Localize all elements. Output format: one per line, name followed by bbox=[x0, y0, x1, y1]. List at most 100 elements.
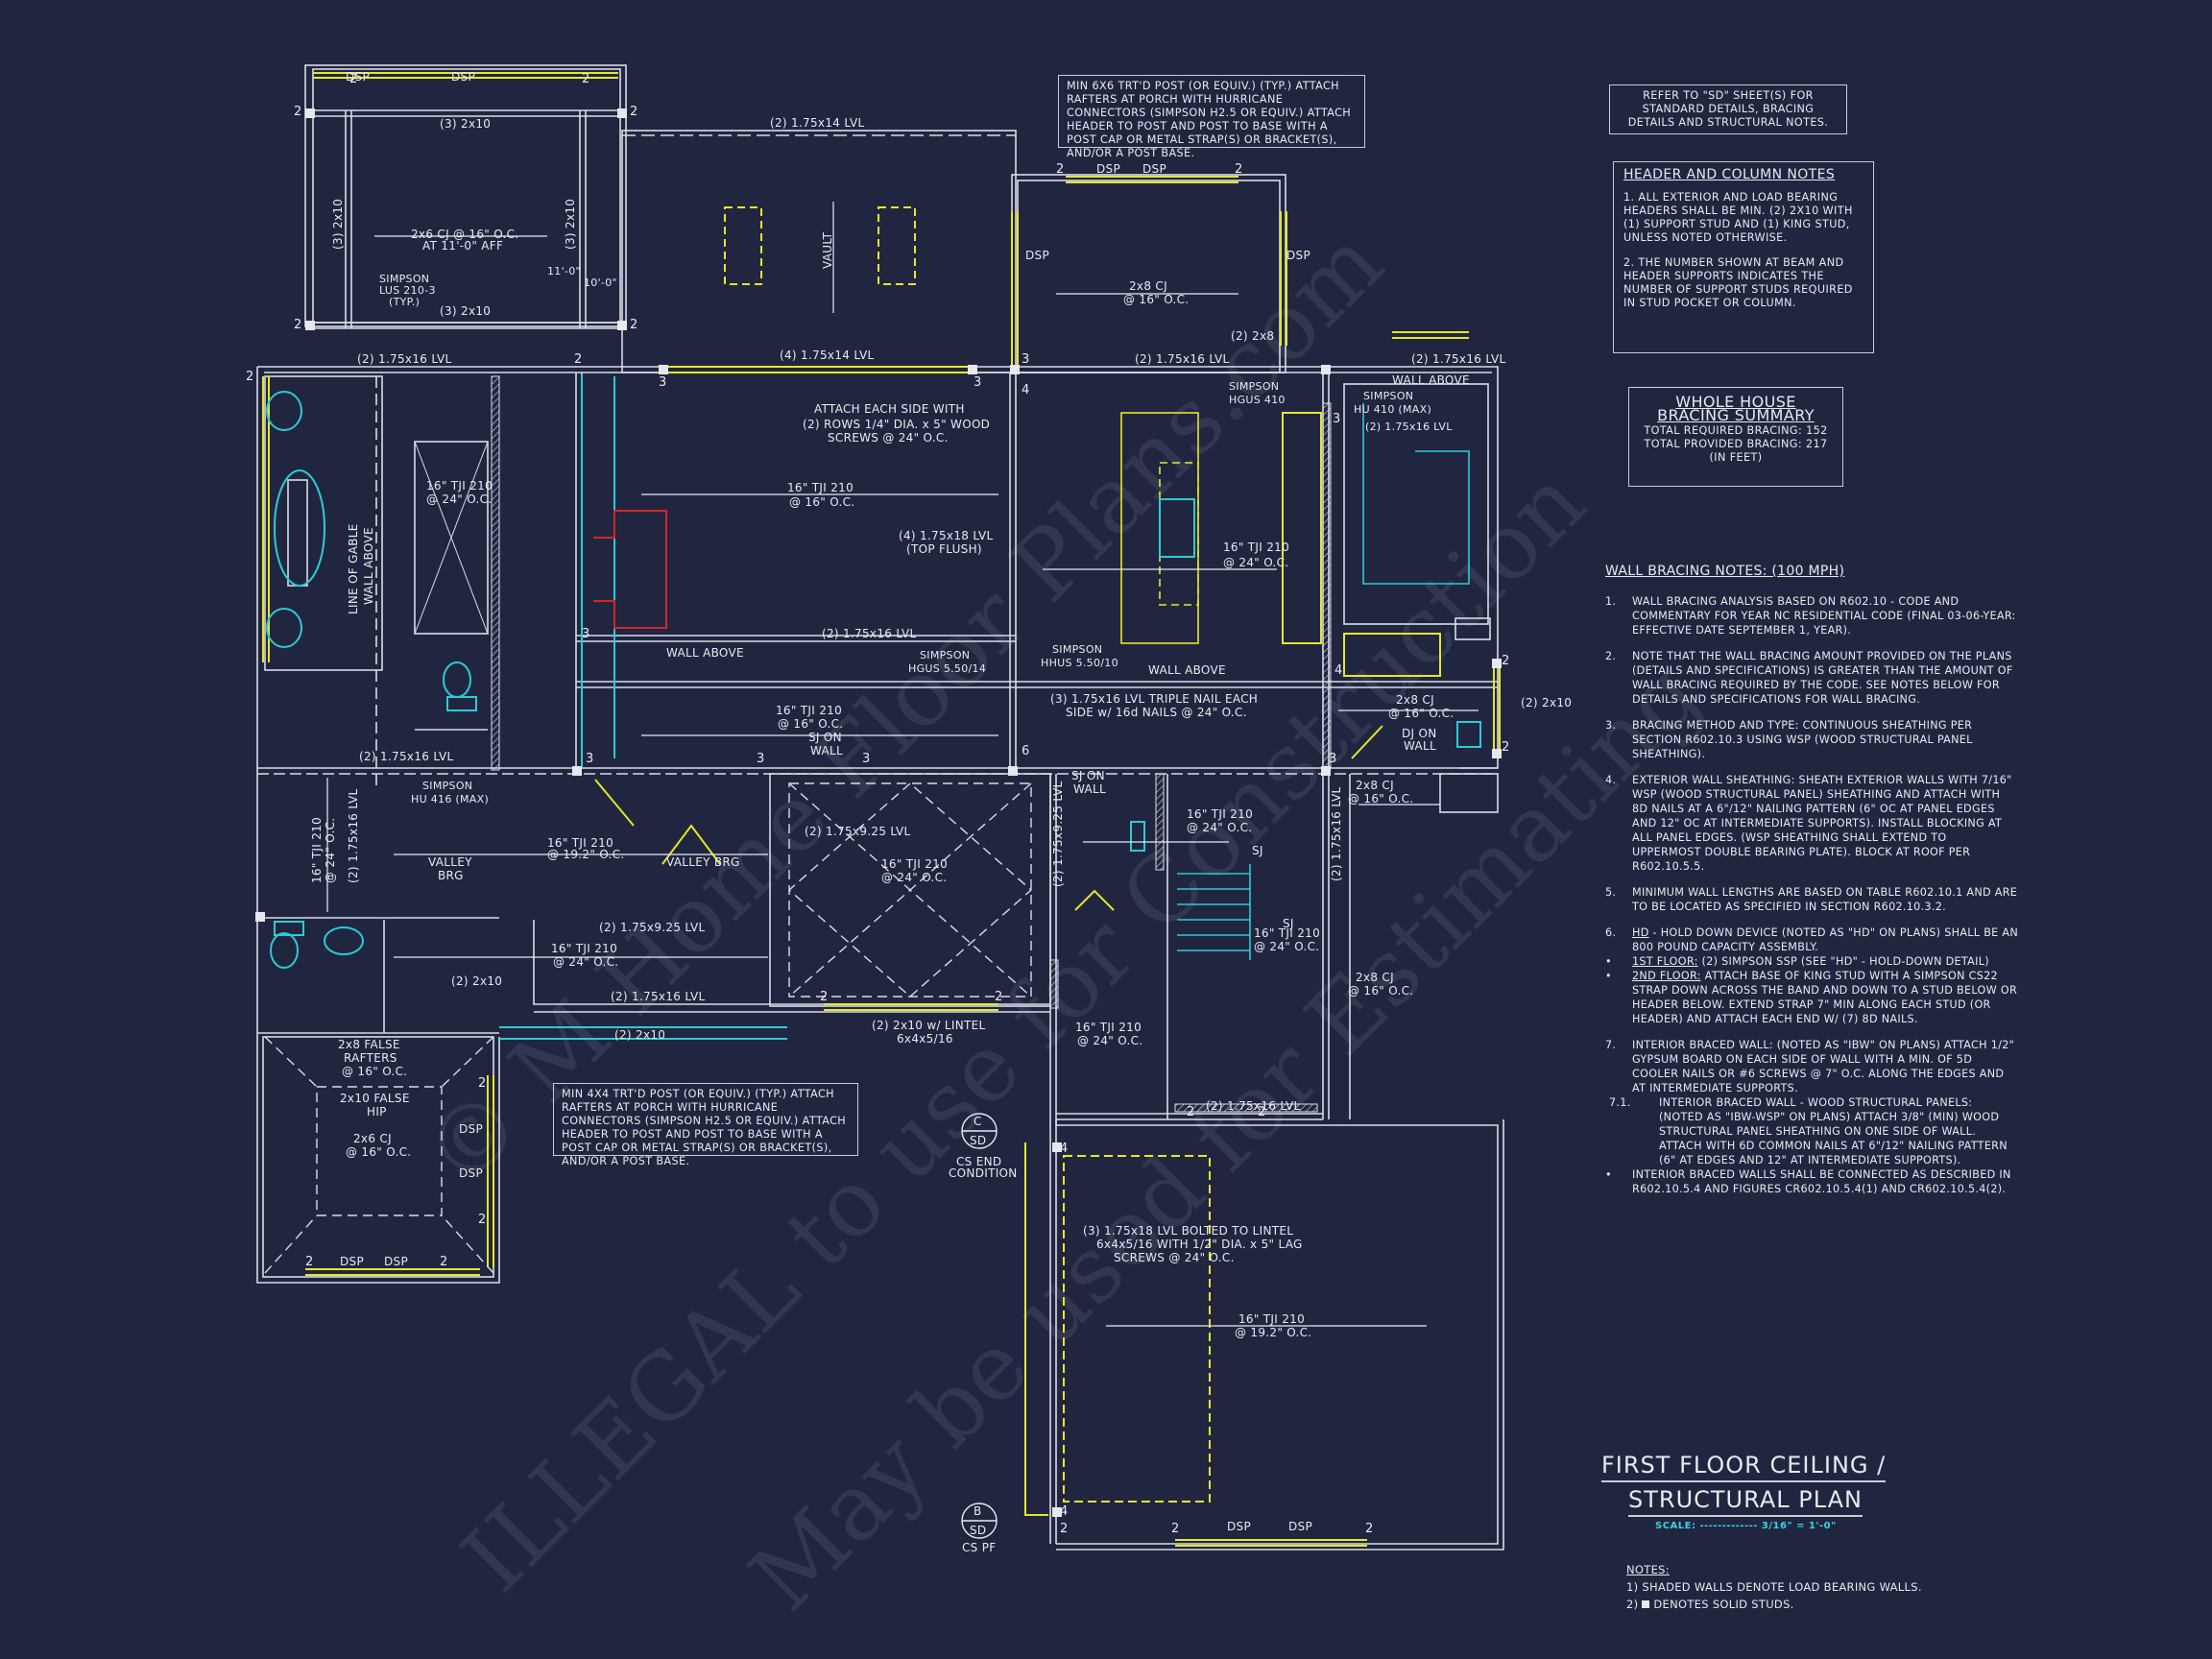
plan-label: 2x8 CJ bbox=[1356, 971, 1394, 984]
plan-label: WALL ABOVE bbox=[362, 527, 375, 605]
plan-label: SJ bbox=[1283, 917, 1294, 930]
plan-label: @ 24" O.C. bbox=[1077, 1034, 1142, 1047]
plan-label: 2 bbox=[820, 990, 828, 1004]
plan-label: SIMPSON bbox=[422, 780, 472, 792]
plan-label: 2 bbox=[1171, 1522, 1179, 1536]
plan-label: (2) 2x10 bbox=[451, 974, 502, 988]
plan-label: (3) 1.75x16 LVL TRIPLE NAIL EACH bbox=[1050, 692, 1258, 706]
plan-label: @ 16" O.C. bbox=[789, 495, 854, 509]
plan-label: SIMPSON bbox=[920, 649, 970, 661]
plan-label: 16" TJI 210 bbox=[1075, 1021, 1142, 1034]
sheet-notes-header: NOTES: bbox=[1626, 1563, 1670, 1576]
plan-label: 16" TJI 210 bbox=[547, 836, 613, 850]
plan-label: 2 bbox=[995, 990, 1002, 1004]
plan-label: CONDITION bbox=[949, 1166, 1018, 1180]
plan-label: 2 bbox=[1258, 1105, 1265, 1119]
plan-label: @ 16" O.C. bbox=[1388, 707, 1454, 720]
wall-bracing-item-5: 5.MINIMUM WALL LENGTHS ARE BASED ON TABL… bbox=[1605, 886, 2018, 913]
wall-bracing-item-bullet: •INTERIOR BRACED WALLS SHALL BE CONNECTE… bbox=[1605, 1168, 2011, 1195]
plan-label: 16" TJI 210 bbox=[881, 857, 948, 871]
plan-label: (2) 1.75x16 LVL bbox=[822, 627, 916, 640]
refer-sd-note: REFER TO "SD" SHEET(S) FOR STANDARD DETA… bbox=[1609, 84, 1847, 134]
plan-label: 3 bbox=[974, 375, 981, 390]
plan-label: 16" TJI 210 bbox=[310, 817, 324, 883]
plan-label: DSP bbox=[451, 70, 475, 84]
plan-label: HGUS 410 bbox=[1229, 394, 1286, 406]
bracing-unit: (IN FEET) bbox=[1709, 451, 1763, 464]
plan-label: SIMPSON bbox=[1052, 643, 1102, 656]
wall-bracing-item-3: 3.BRACING METHOD AND TYPE: CONTINUOUS SH… bbox=[1605, 719, 1973, 760]
plan-label: 2 bbox=[294, 318, 301, 332]
plan-label: SCREWS @ 24" O.C. bbox=[1114, 1251, 1235, 1264]
plan-label: 3 bbox=[659, 375, 666, 390]
plan-label: (4) 1.75x14 LVL bbox=[780, 349, 874, 362]
plan-label: 16" TJI 210 bbox=[1238, 1312, 1305, 1326]
post-callout-bottom: MIN 4X4 TRT'D POST (OR EQUIV.) (TYP.) AT… bbox=[553, 1083, 858, 1167]
plan-label: DSP bbox=[1096, 162, 1120, 176]
plan-label: VAULT bbox=[821, 231, 834, 269]
plan-label: 2 bbox=[1502, 654, 1509, 668]
plan-label: (2) ROWS 1/4" DIA. x 5" WOOD bbox=[803, 418, 990, 431]
wall-bracing-item-2: 2.NOTE THAT THE WALL BRACING AMOUNT PROV… bbox=[1605, 650, 2013, 706]
plan-label: 2 bbox=[1056, 162, 1064, 177]
plan-label: 10'-0" bbox=[584, 276, 617, 289]
wall-bracing-item-1: 1.WALL BRACING ANALYSIS BASED ON R602.10… bbox=[1605, 595, 2016, 637]
plan-label: 2 bbox=[1502, 740, 1509, 755]
bracing-summary: WHOLE HOUSE BRACING SUMMARY TOTAL REQUIR… bbox=[1628, 387, 1843, 487]
plan-label: 6x4x5/16 bbox=[897, 1032, 953, 1046]
plan-label: DSP bbox=[1142, 162, 1166, 176]
plan-label: (3) 2x10 bbox=[331, 199, 345, 250]
plan-label: (2) 2x8 bbox=[1231, 329, 1274, 343]
plan-label: WALL ABOVE bbox=[1392, 373, 1470, 387]
plan-label: 2x6 CJ bbox=[353, 1132, 392, 1145]
plan-label: 2 bbox=[294, 105, 301, 119]
plan-label: HHUS 5.50/10 bbox=[1041, 657, 1118, 669]
plan-label: 2 bbox=[440, 1255, 447, 1269]
plan-label: 16" TJI 210 bbox=[787, 481, 854, 494]
plan-label: 11'-0" bbox=[547, 265, 581, 277]
plan-label: 2x8 CJ bbox=[1356, 779, 1394, 792]
plan-label: (2) 1.75x9.25 LVL bbox=[805, 825, 911, 838]
plan-label: DSP bbox=[459, 1166, 483, 1180]
plan-label: 2 bbox=[478, 1213, 486, 1227]
plan-label: 2x6 CJ @ 16" O.C. bbox=[411, 228, 518, 241]
plan-label: 16" TJI 210 bbox=[1187, 807, 1253, 821]
plan-label: SJ ON bbox=[808, 731, 842, 744]
plan-label: DSP bbox=[1227, 1520, 1251, 1533]
header-column-notes: HEADER AND COLUMN NOTES 1. ALL EXTERIOR … bbox=[1613, 161, 1874, 353]
plan-label: @ 24" O.C. bbox=[881, 871, 947, 884]
plan-label: WALL bbox=[1404, 739, 1436, 753]
plan-label: @ 24" O.C. bbox=[1254, 940, 1319, 953]
sheet-note-2: 2)DENOTES SOLID STUDS. bbox=[1626, 1598, 1794, 1611]
plan-label: 3 bbox=[1022, 352, 1029, 367]
plan-label: WALL ABOVE bbox=[666, 646, 744, 660]
plan-label: CS END bbox=[956, 1155, 1001, 1168]
plan-label: 2 bbox=[582, 72, 589, 86]
plan-label: @ 24" O.C. bbox=[1187, 821, 1252, 834]
plan-label: (2) 1.75x9.25 LVL bbox=[1051, 781, 1065, 887]
plan-label: 2x8 CJ bbox=[1129, 279, 1167, 293]
plan-label: C bbox=[974, 1115, 982, 1128]
plan-label: SIMPSON bbox=[1363, 390, 1413, 402]
wall-bracing-item-7: 7.INTERIOR BRACED WALL: (NOTED AS "IBW" … bbox=[1605, 1039, 2015, 1094]
wall-bracing-notes: WALL BRACING NOTES: (100 MPH) 1.WALL BRA… bbox=[1605, 565, 2018, 1208]
plan-label: 3 bbox=[586, 752, 593, 766]
plan-label: 6 bbox=[1022, 744, 1029, 758]
post-callout-top: MIN 6x6 TRT'D POST (OR EQUIV.) (TYP.) AT… bbox=[1058, 75, 1365, 159]
plan-label: WALL bbox=[810, 744, 843, 757]
plan-label: AT 11'-0" AFF bbox=[422, 239, 503, 252]
plan-label: (2) 1.75x16 LVL bbox=[359, 750, 453, 763]
plan-label: (3) 1.75x18 LVL BOLTED TO LINTEL bbox=[1083, 1224, 1293, 1238]
plan-label: @ 16" O.C. bbox=[342, 1065, 407, 1078]
plan-label: 2 bbox=[349, 72, 357, 86]
plan-label: (3) 2x10 bbox=[440, 304, 491, 318]
plan-label: (2) 1.75x16 LVL bbox=[1135, 352, 1229, 366]
solid-stud-icon bbox=[1642, 1600, 1650, 1608]
plan-label: 4 bbox=[1022, 383, 1029, 397]
plan-label: WALL ABOVE bbox=[1148, 663, 1226, 677]
plan-label: 16" TJI 210 bbox=[776, 704, 842, 717]
plan-label: B bbox=[974, 1504, 982, 1518]
plan-label: 2 bbox=[1187, 1105, 1194, 1119]
sheet-notes: NOTES: 1) SHADED WALLS DENOTE LOAD BEARI… bbox=[1626, 1561, 1922, 1613]
